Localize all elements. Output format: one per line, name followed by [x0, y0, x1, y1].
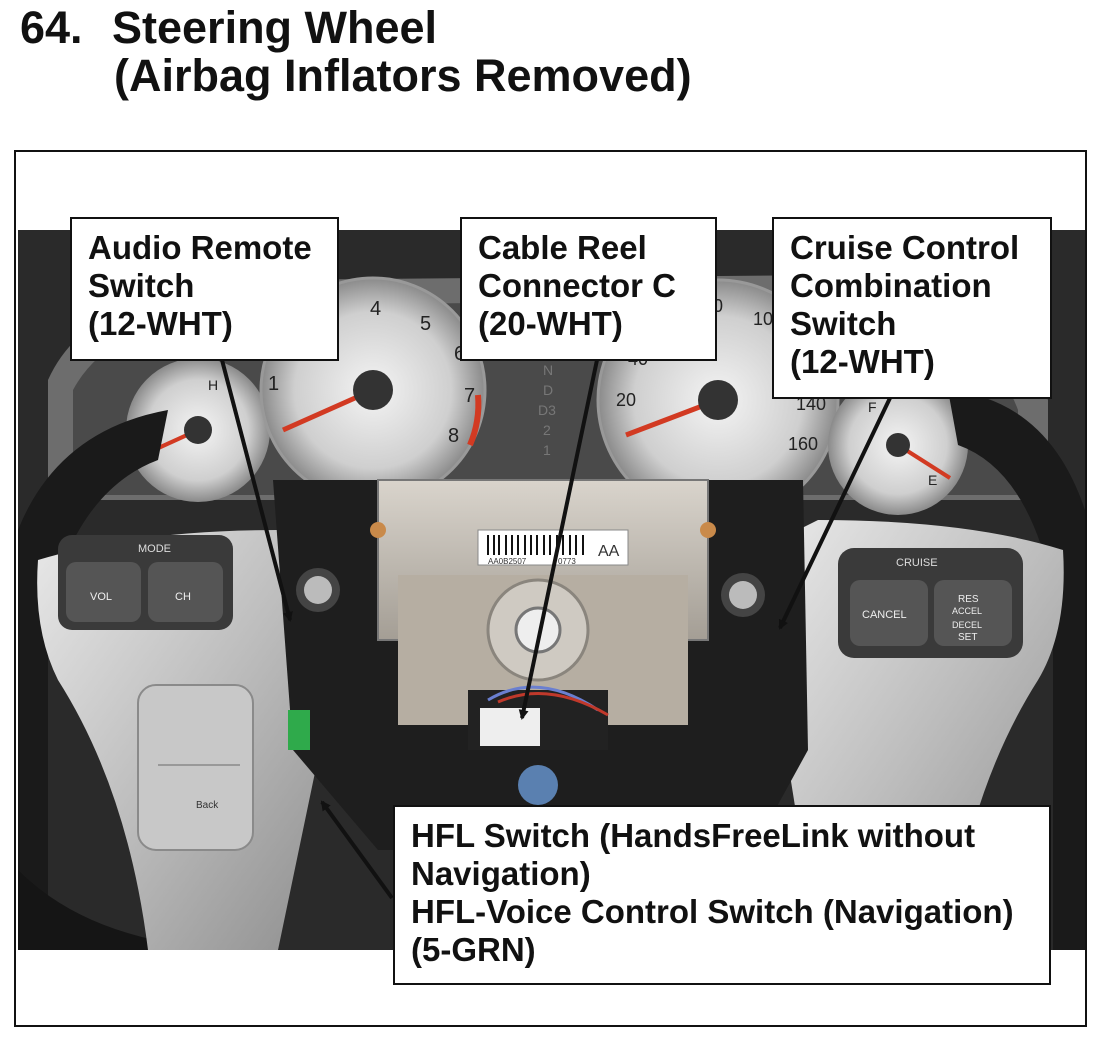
- svg-text:MODE: MODE: [138, 543, 171, 555]
- svg-text:2: 2: [543, 422, 551, 438]
- svg-text:8: 8: [448, 425, 459, 447]
- arrow-hfl-switch: [320, 800, 394, 900]
- svg-text:160: 160: [788, 434, 818, 454]
- svg-text:7: 7: [464, 385, 475, 407]
- svg-text:1: 1: [543, 442, 551, 458]
- title-line-2: (Airbag Inflators Removed): [114, 50, 692, 101]
- callout-cable-reel-connector: Cable Reel Connector C (20-WHT): [460, 217, 717, 361]
- svg-text:140: 140: [796, 394, 826, 414]
- temp-gauge: H: [126, 358, 270, 502]
- arrow-cruise-control: [778, 397, 892, 630]
- svg-text:AA: AA: [598, 543, 620, 560]
- svg-text:VOL: VOL: [90, 591, 112, 603]
- hfl-switch-buttons: Back: [137, 684, 254, 851]
- callout-hfl-switch: HFL Switch (HandsFreeLink without Naviga…: [393, 805, 1051, 985]
- svg-text:4: 4: [370, 298, 381, 320]
- svg-text:SET: SET: [958, 632, 977, 643]
- svg-text:N: N: [543, 362, 553, 378]
- figure-number: 64.: [20, 2, 83, 53]
- gear-indicator: N D D3 2 1: [538, 362, 556, 458]
- svg-text:ACCEL: ACCEL: [952, 606, 982, 616]
- svg-text:D3: D3: [538, 402, 556, 418]
- svg-text:DECEL: DECEL: [952, 620, 982, 630]
- svg-text:RES: RES: [958, 594, 979, 605]
- title-line-1: Steering Wheel: [112, 2, 438, 53]
- svg-text:6: 6: [454, 343, 465, 365]
- svg-text:20: 20: [616, 390, 636, 410]
- fuel-gauge: F E: [828, 375, 968, 515]
- svg-text:CANCEL: CANCEL: [862, 609, 907, 621]
- cruise-control-switch-buttons: CRUISE CANCEL RES ACCEL DECEL SET: [838, 548, 1023, 658]
- callout-cruise-control-switch: Cruise Control Combination Switch (12-WH…: [772, 217, 1052, 399]
- arrow-cable-reel: [518, 359, 599, 720]
- svg-text:D: D: [543, 382, 553, 398]
- svg-text:Back: Back: [196, 800, 219, 811]
- svg-text:CRUISE: CRUISE: [896, 557, 938, 569]
- svg-text:CH: CH: [175, 591, 191, 603]
- svg-text:F: F: [868, 399, 877, 415]
- audio-remote-switch-buttons: MODE VOL CH: [58, 535, 233, 630]
- svg-text:1: 1: [268, 373, 279, 395]
- arrow-audio-remote: [220, 359, 293, 622]
- svg-text:0773: 0773: [558, 557, 576, 566]
- callout-audio-remote-switch: Audio Remote Switch (12-WHT): [70, 217, 339, 361]
- page-title: 64. Steering Wheel (Airbag Inflators Remo…: [20, 4, 692, 100]
- svg-text:H: H: [208, 377, 218, 393]
- svg-text:E: E: [928, 472, 937, 488]
- svg-text:AA0B2507: AA0B2507: [488, 557, 527, 566]
- svg-text:5: 5: [420, 313, 431, 335]
